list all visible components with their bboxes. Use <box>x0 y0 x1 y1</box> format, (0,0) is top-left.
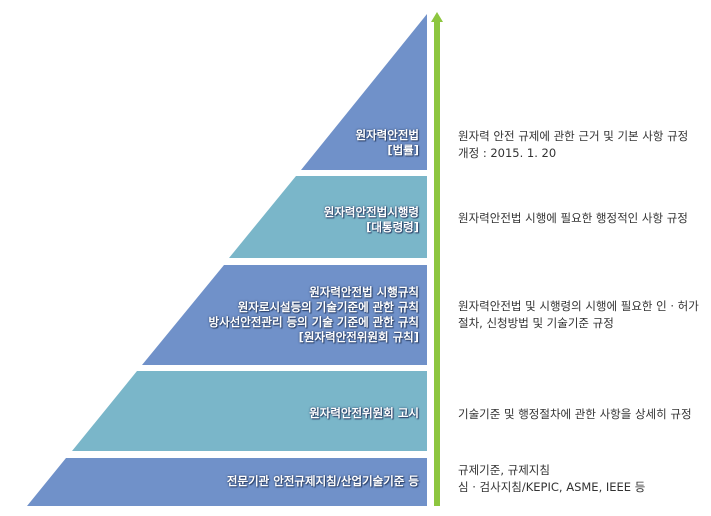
level-title: 전문기관 안전규제지침/산업기술기준 등 <box>226 474 419 488</box>
level-1-description: 원자력 안전 규제에 관한 근거 및 기본 사항 규정 개정 : 2015. 1… <box>458 128 688 162</box>
level-3-description: 원자력안전법 및 시행령의 시행에 필요한 인 · 허가 절차, 신청방법 및 … <box>458 298 699 332</box>
level-5-label: 전문기관 안전규제지침/산업기술기준 등 <box>227 474 419 489</box>
arrow-up-icon <box>431 12 443 506</box>
level-1-label: 원자력안전법 [법률] <box>356 128 419 158</box>
level-5-description: 규제기준, 규제지침 심 · 검사지침/KEPIC, ASME, IEEE 등 <box>458 462 645 496</box>
level-3-shape <box>142 265 427 365</box>
level-title: 원자력안전법 <box>355 128 419 142</box>
description-line: 규제기준, 규제지침 <box>458 463 550 477</box>
level-2-label: 원자력안전법시행령 [대통령령] <box>324 205 419 235</box>
level-3-label: 원자력안전법 시행규칙 원자로시설등의 기술기준에 관한 규칙 방사선안전관리 … <box>209 285 419 345</box>
description-line: 절차, 신청방법 및 기술기준 규정 <box>458 316 614 330</box>
description-line: 기술기준 및 행정절차에 관한 사항을 상세히 규정 <box>458 407 692 421</box>
level-title: 방사선안전관리 등의 기술 기준에 관한 규칙 <box>208 315 419 329</box>
level-type: [원자력안전위원회 규칙] <box>298 330 419 344</box>
description-line: 원자력안전법 및 시행령의 시행에 필요한 인 · 허가 <box>458 299 699 313</box>
level-title: 원자력안전법 시행규칙 <box>309 285 419 299</box>
level-title: 원자로시설등의 기술기준에 관한 규칙 <box>237 300 419 314</box>
revision-date: 개정 : 2015. 1. 20 <box>458 146 557 160</box>
level-type: [법률] <box>387 143 419 157</box>
level-4-description: 기술기준 및 행정절차에 관한 사항을 상세히 규정 <box>458 406 692 423</box>
level-4-shape <box>72 371 427 451</box>
level-5-shape <box>27 458 427 506</box>
description-line: 원자력안전법 시행에 필요한 행정적인 사항 규정 <box>458 211 688 225</box>
level-type: [대통령령] <box>366 220 419 234</box>
level-title: 원자력안전법시행령 <box>323 205 419 219</box>
level-1-shape <box>301 14 427 170</box>
description-line: 원자력 안전 규제에 관한 근거 및 기본 사항 규정 <box>458 129 689 143</box>
level-2-shape <box>229 176 427 258</box>
level-4-label: 원자력안전위원회 고시 <box>309 406 419 421</box>
level-title: 원자력안전위원회 고시 <box>309 406 419 420</box>
description-line: 심 · 검사지침/KEPIC, ASME, IEEE 등 <box>458 480 646 494</box>
level-2-description: 원자력안전법 시행에 필요한 행정적인 사항 규정 <box>458 210 688 227</box>
